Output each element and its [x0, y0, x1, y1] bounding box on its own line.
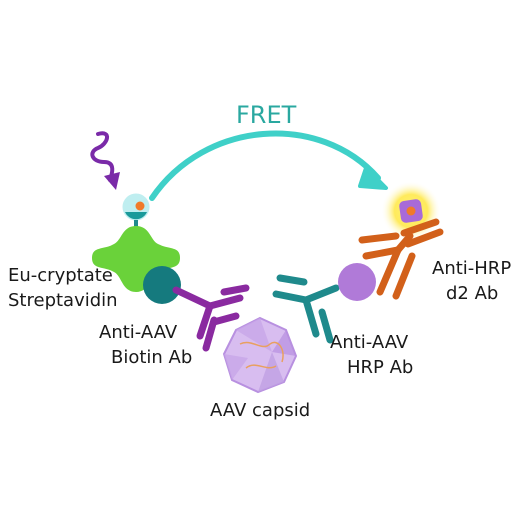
biotin-ab-label-line1: Anti-AAV: [99, 322, 178, 343]
excitation-wave-icon: [90, 131, 120, 190]
aav-capsid-icon: [222, 316, 298, 394]
d2-ab-label-line2: d2 Ab: [446, 283, 499, 304]
fret-arrow: [149, 130, 388, 201]
eu-cryptate-label: Eu-cryptate: [8, 265, 113, 286]
d2-antibody-icon: [358, 218, 444, 300]
hrp-antibody-icon: [272, 263, 376, 344]
eu-cryptate-icon: [122, 193, 150, 230]
fret-label: FRET: [236, 101, 297, 129]
biotin-ab-label-line2: Biotin Ab: [111, 347, 193, 368]
aav-capsid-label: AAV capsid: [210, 400, 311, 421]
hrp-ab-label-line1: Anti-AAV: [330, 332, 409, 353]
streptavidin-label: Streptavidin: [8, 290, 118, 311]
d2-ab-label-line1: Anti-HRP: [432, 258, 512, 279]
streptavidin-icon: [92, 226, 180, 292]
biotin-antibody-icon: [143, 266, 250, 352]
hrp-ab-label-line2: HRP Ab: [347, 357, 414, 378]
